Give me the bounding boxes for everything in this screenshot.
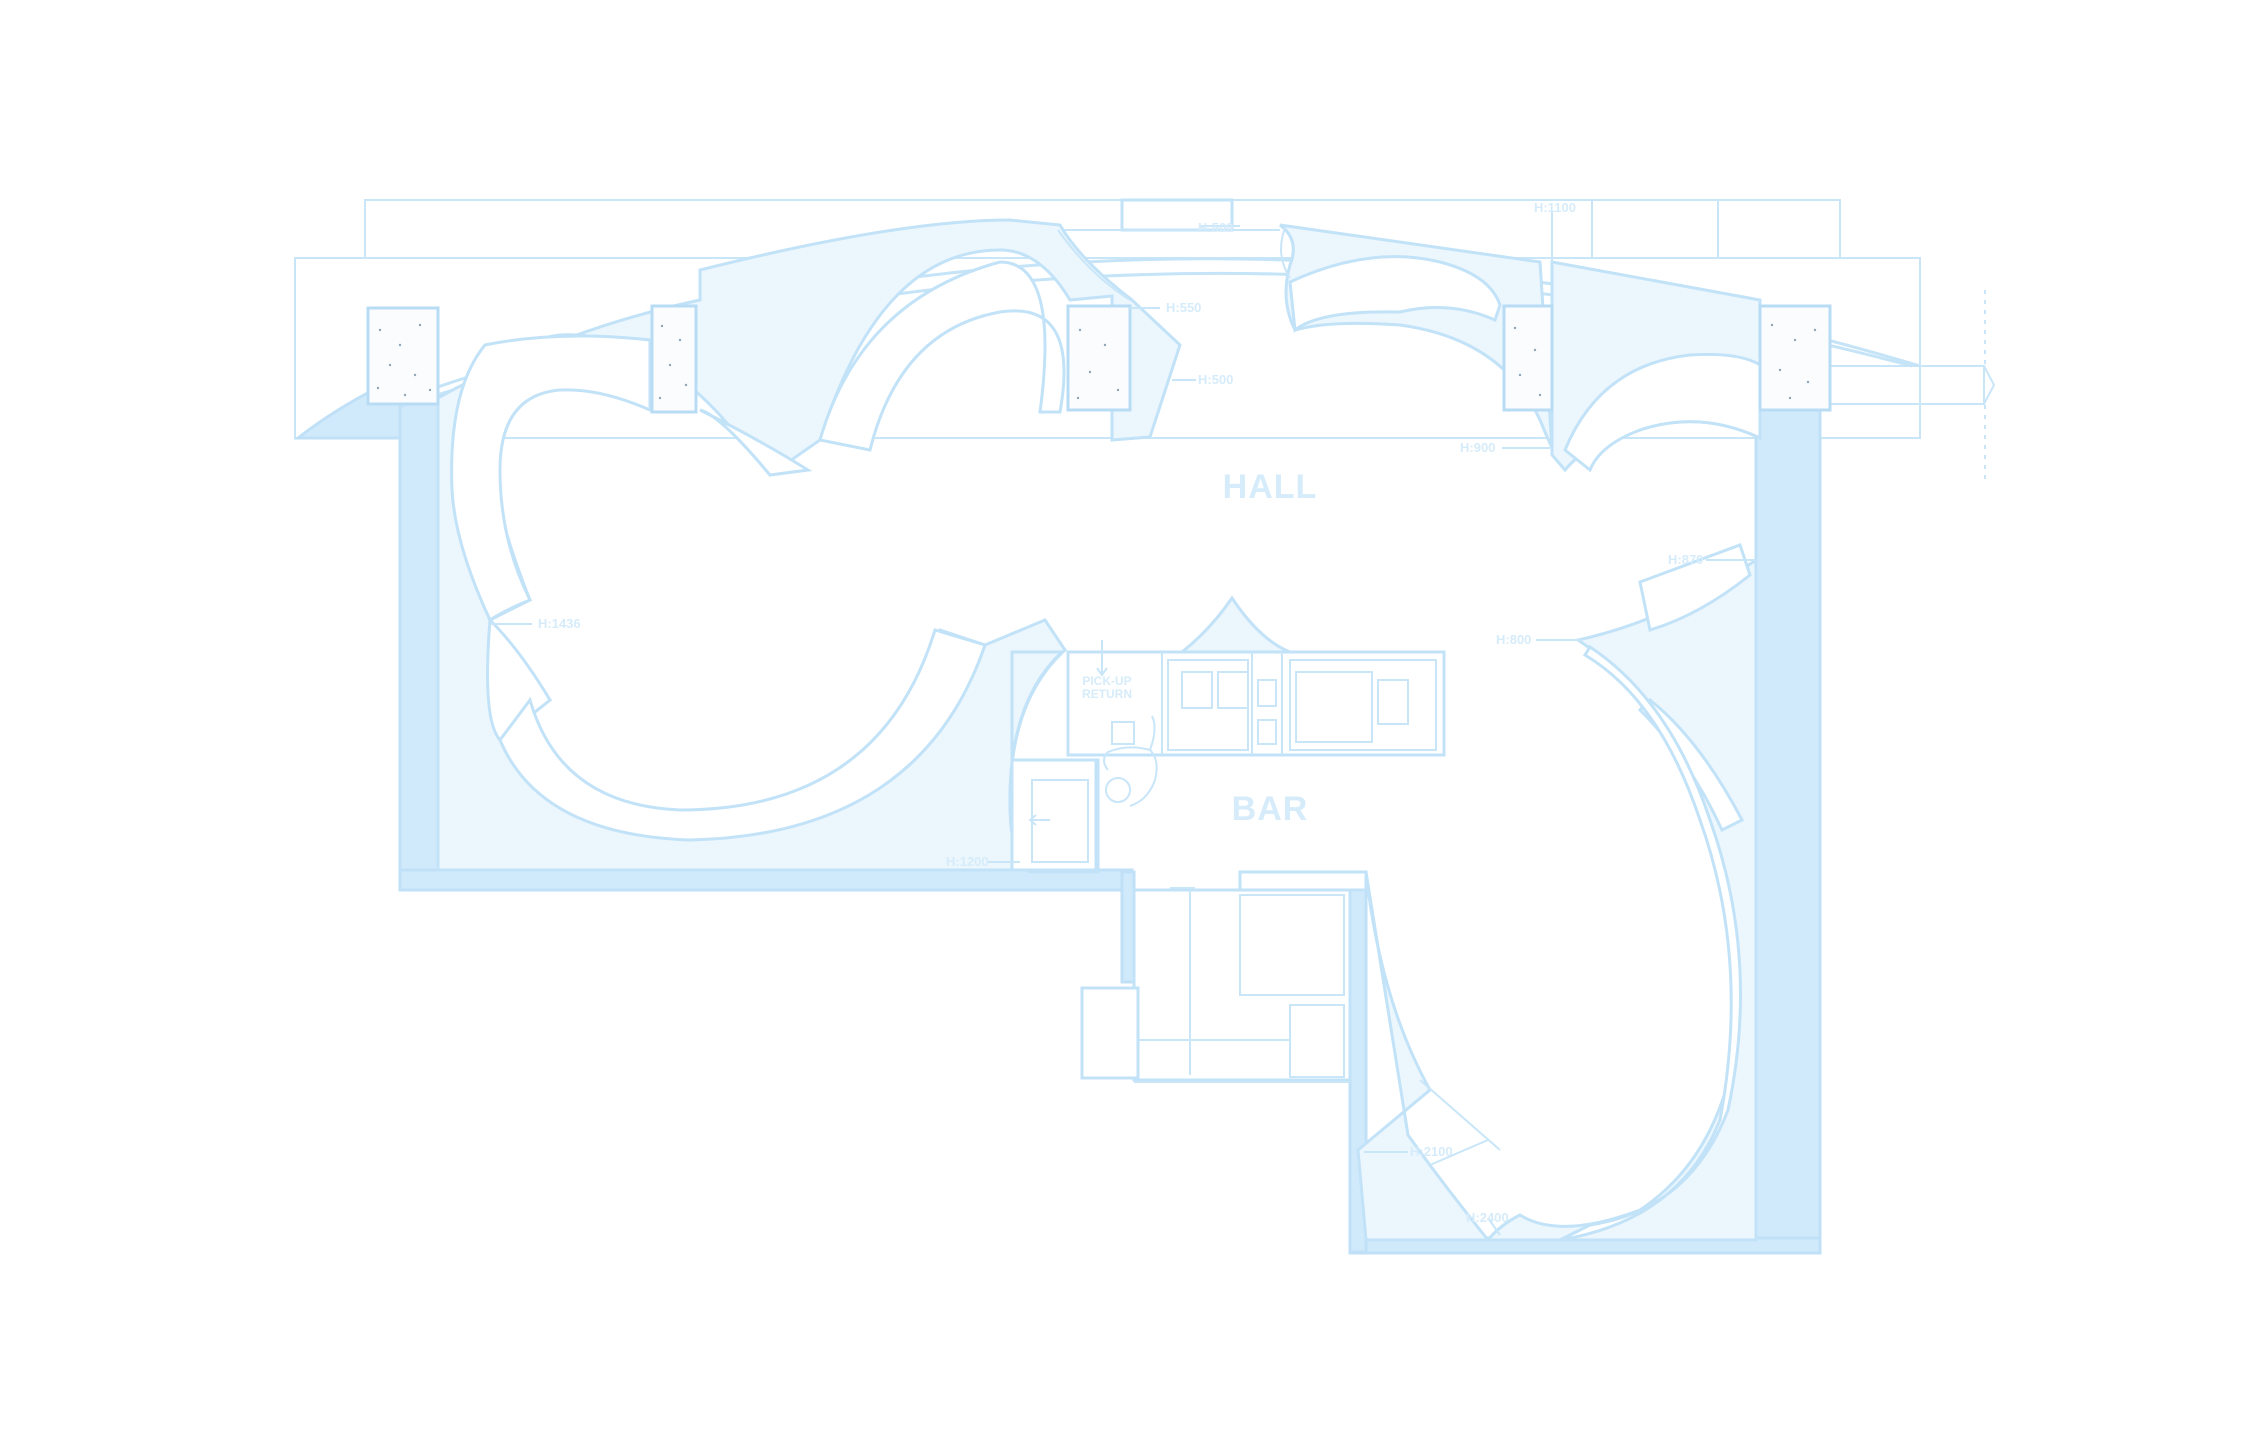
pickup-label: PICK-UP <box>1082 674 1131 688</box>
room-label-bar: BAR <box>1232 790 1309 828</box>
columns <box>366 304 1832 414</box>
height-label: H:1100 <box>1534 200 1576 215</box>
door-arcs <box>1057 227 1501 1166</box>
height-label: H:800 <box>1496 632 1531 647</box>
height-label: H:1200 <box>946 854 989 869</box>
bar-counter <box>1010 640 1446 872</box>
return-label: RETURN <box>1082 687 1132 701</box>
height-label: H:2400 <box>1466 1210 1509 1225</box>
facade-top <box>294 198 1921 439</box>
column-1 <box>366 306 440 406</box>
column-5 <box>1758 304 1832 412</box>
height-label: H:900 <box>1460 440 1495 455</box>
height-label: H:870 <box>1668 552 1703 567</box>
height-label: H:500 <box>1198 372 1233 387</box>
column-2 <box>650 304 698 414</box>
height-label: H:500 <box>1198 220 1233 235</box>
service-block <box>1080 870 1368 1083</box>
height-label: H:1436 <box>538 616 581 631</box>
right-wall-stub <box>1829 290 1996 485</box>
column-4 <box>1502 304 1554 412</box>
height-label: H:550 <box>1166 300 1201 315</box>
seating-zones <box>436 218 1762 1242</box>
height-label: H:2100 <box>1410 1144 1453 1159</box>
outer-walls <box>398 396 1822 1255</box>
height-annotations: H:1100 H:500 H:550 H:500 H:900 H:870 H:1… <box>490 200 1756 1236</box>
column-3 <box>1066 304 1132 412</box>
room-label-hall: HALL <box>1223 468 1318 506</box>
